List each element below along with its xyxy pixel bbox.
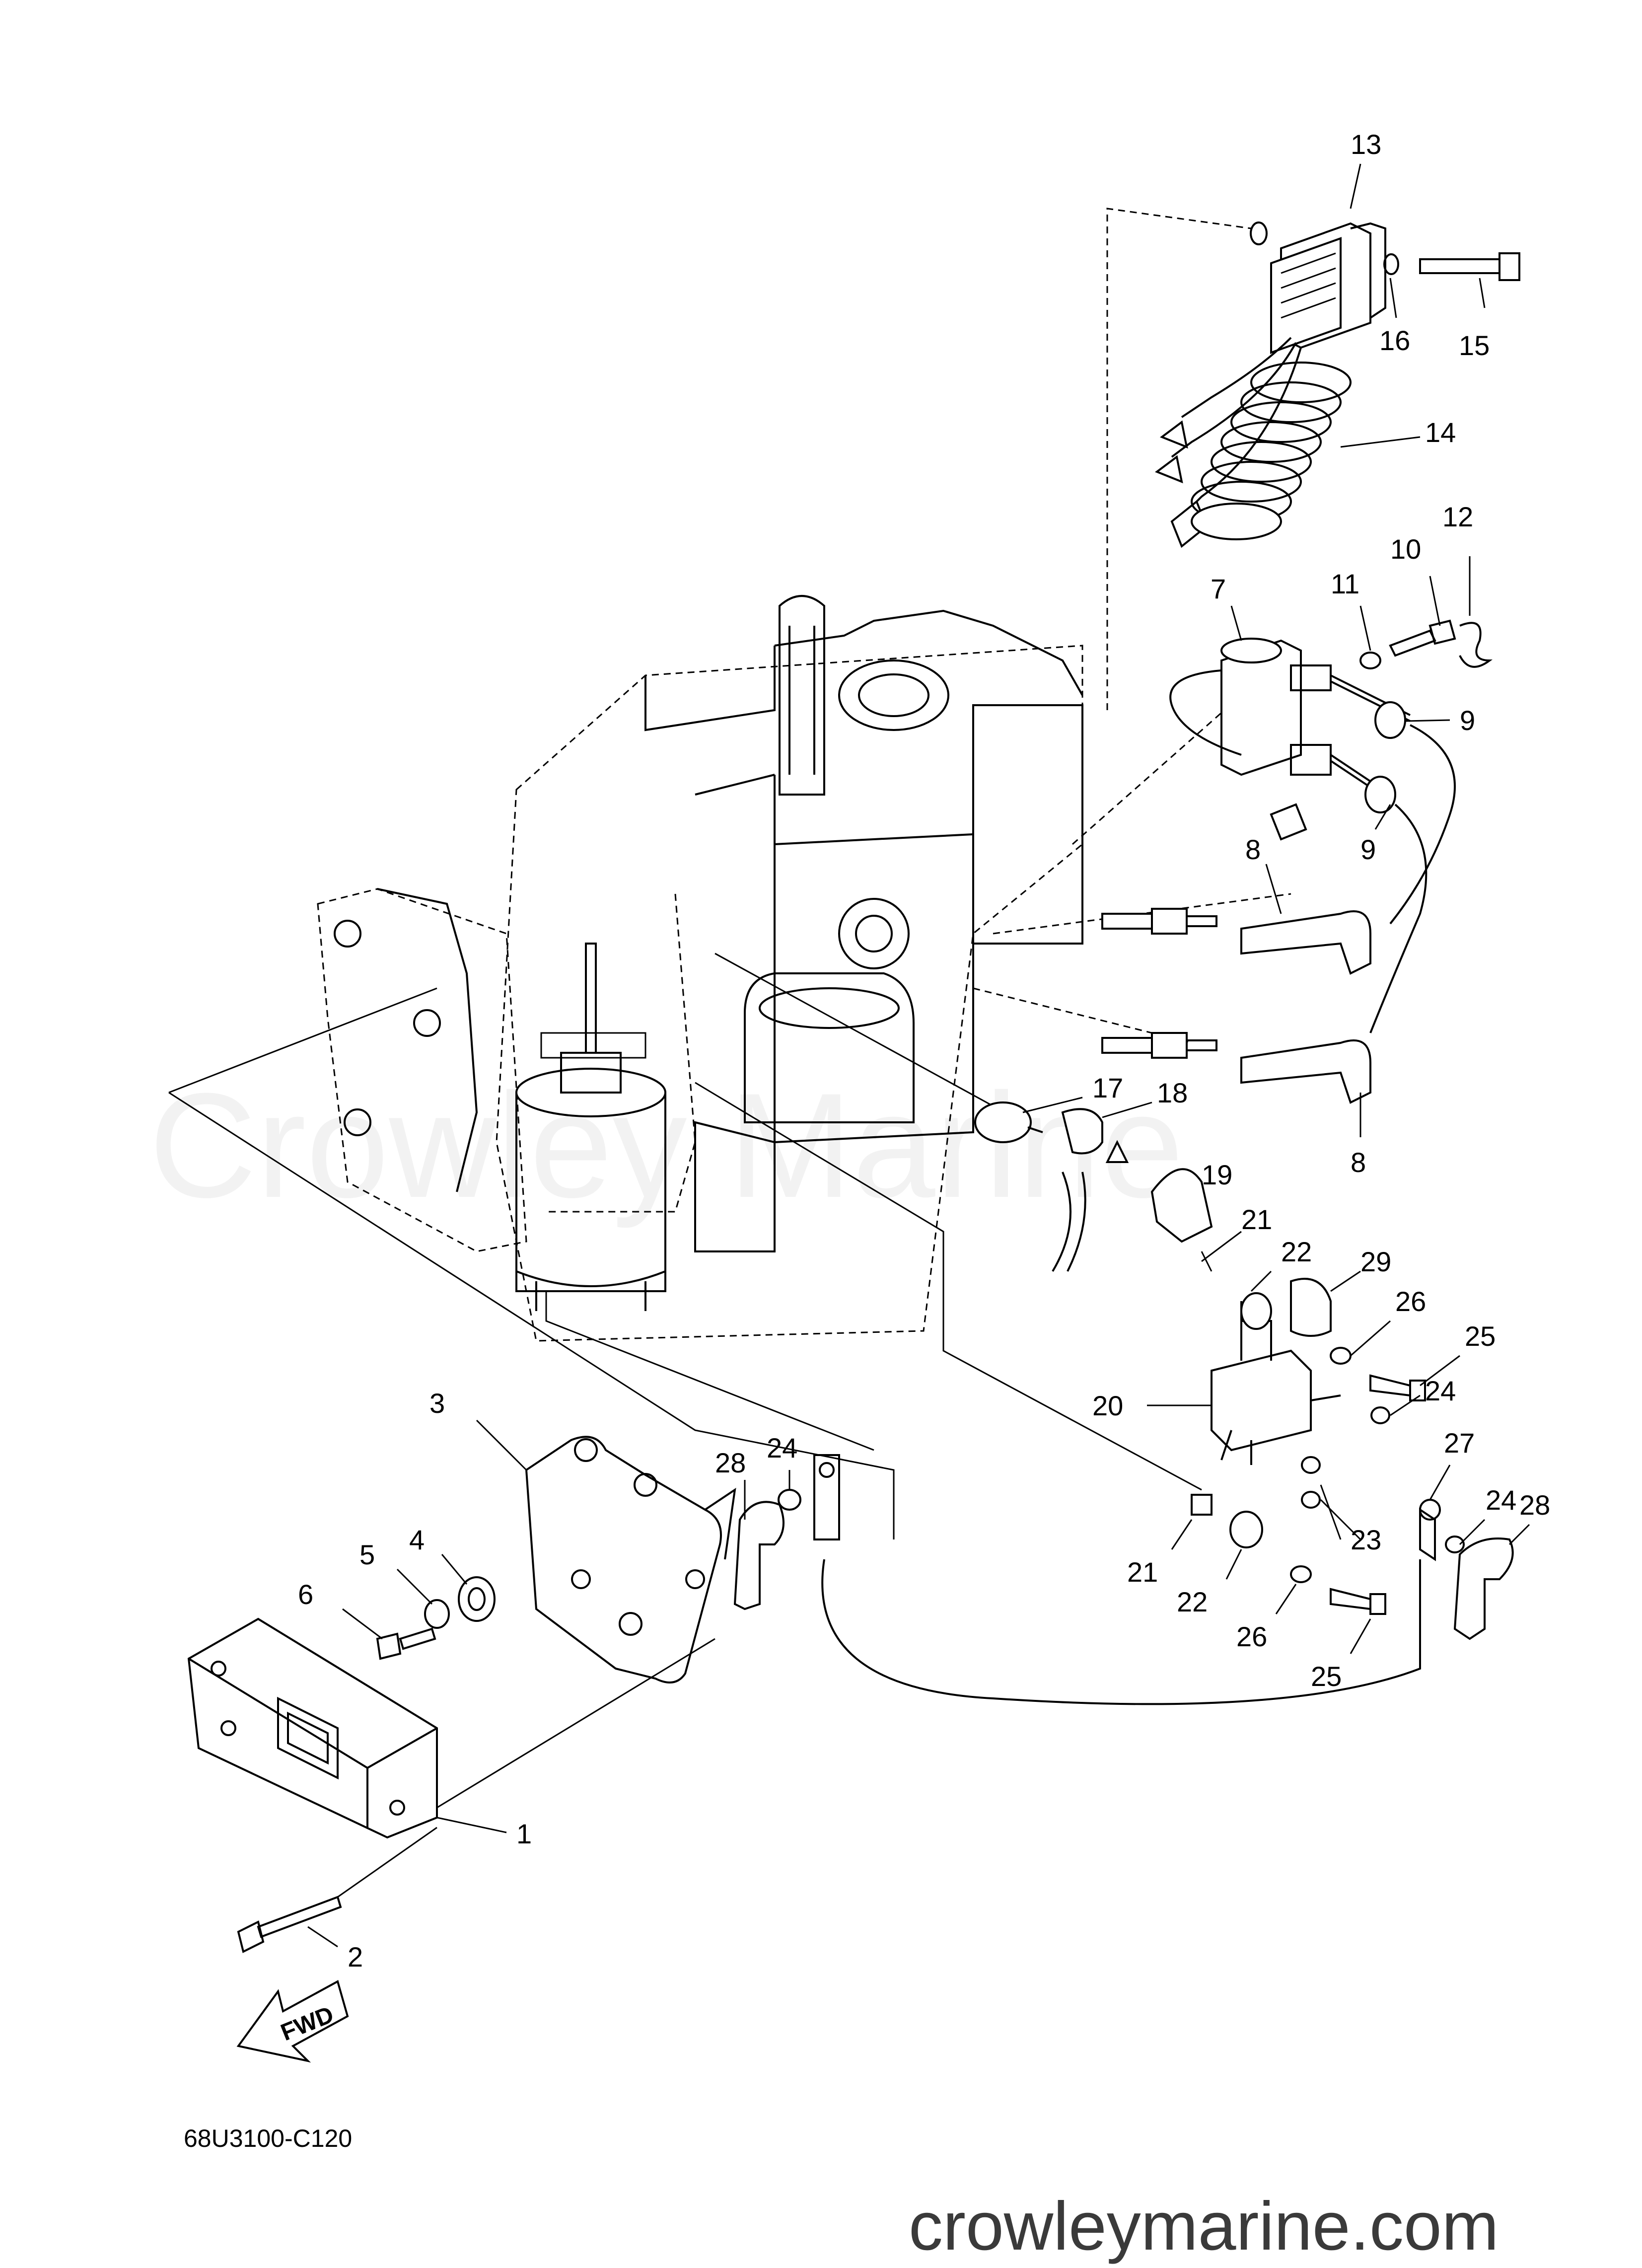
callout-4: 4: [409, 1524, 425, 1555]
rectifier-regulator: [1154, 221, 1520, 548]
callout-22-upper: 22: [1281, 1236, 1312, 1267]
callout-29: 29: [1360, 1246, 1391, 1277]
callout-23: 23: [1351, 1524, 1381, 1555]
grommet-collar-bolt: [376, 1576, 496, 1660]
callout-21-lower: 21: [1127, 1556, 1158, 1588]
bracket-plate: [525, 1436, 736, 1683]
callout-8-upper: 8: [1245, 834, 1261, 865]
callout-16: 16: [1379, 325, 1410, 356]
callout-28-right: 28: [1519, 1489, 1550, 1521]
wire-protector-coil: [1191, 362, 1352, 540]
callout-7: 7: [1211, 573, 1226, 604]
callout-11: 11: [1331, 568, 1359, 599]
callout-20: 20: [1092, 1390, 1123, 1421]
callout-15: 15: [1459, 330, 1490, 361]
plug-caps: [1240, 910, 1371, 1104]
callout-24-right: 24: [1425, 1375, 1456, 1406]
callout-26-upper: 26: [1395, 1286, 1426, 1317]
callout-1: 1: [516, 1818, 532, 1849]
callout-14: 14: [1425, 417, 1456, 448]
callout-10: 10: [1390, 533, 1421, 565]
callout-24-left: 24: [767, 1432, 797, 1463]
callout-21-upper: 21: [1241, 1204, 1272, 1235]
callout-28-left: 28: [715, 1447, 746, 1478]
callout-25-upper: 25: [1465, 1320, 1496, 1352]
callout-27: 27: [1444, 1427, 1475, 1459]
callout-9-upper: 9: [1460, 705, 1475, 736]
callout-2: 2: [348, 1941, 363, 1973]
fwd-arrow-icon: FWD: [236, 1980, 349, 2063]
thermo-switch: [974, 1101, 1213, 1272]
left-cable-end: [733, 1454, 840, 1610]
callout-leaders: [307, 163, 1530, 1948]
callout-8-lower: 8: [1351, 1147, 1366, 1178]
callout-25-lower: 25: [1311, 1661, 1342, 1692]
starter-relay: [821, 1278, 1514, 1705]
callout-26-lower: 26: [1236, 1621, 1267, 1652]
callout-18: 18: [1157, 1077, 1188, 1108]
callout-24-lower-right: 24: [1486, 1484, 1516, 1516]
callout-labels: 13 16 15 14 12 10 11 7 9 9 8 8 17 18 19 …: [298, 129, 1550, 1973]
callout-9-lower: 9: [1360, 834, 1376, 865]
callout-6: 6: [298, 1579, 313, 1610]
callout-13: 13: [1351, 129, 1381, 160]
callout-5: 5: [359, 1539, 375, 1570]
callout-17: 17: [1092, 1072, 1123, 1103]
callout-3: 3: [429, 1388, 445, 1419]
spark-plugs: [1101, 908, 1217, 1059]
site-url: crowleymarine.com: [909, 2188, 1499, 2265]
callout-12: 12: [1442, 501, 1473, 532]
engine-block: [168, 208, 1291, 1539]
diagram-code: 68U3100-C120: [184, 2124, 352, 2152]
callout-19: 19: [1202, 1159, 1232, 1190]
callout-22-lower: 22: [1177, 1586, 1208, 1617]
ignition-coil: [1169, 619, 1493, 1033]
